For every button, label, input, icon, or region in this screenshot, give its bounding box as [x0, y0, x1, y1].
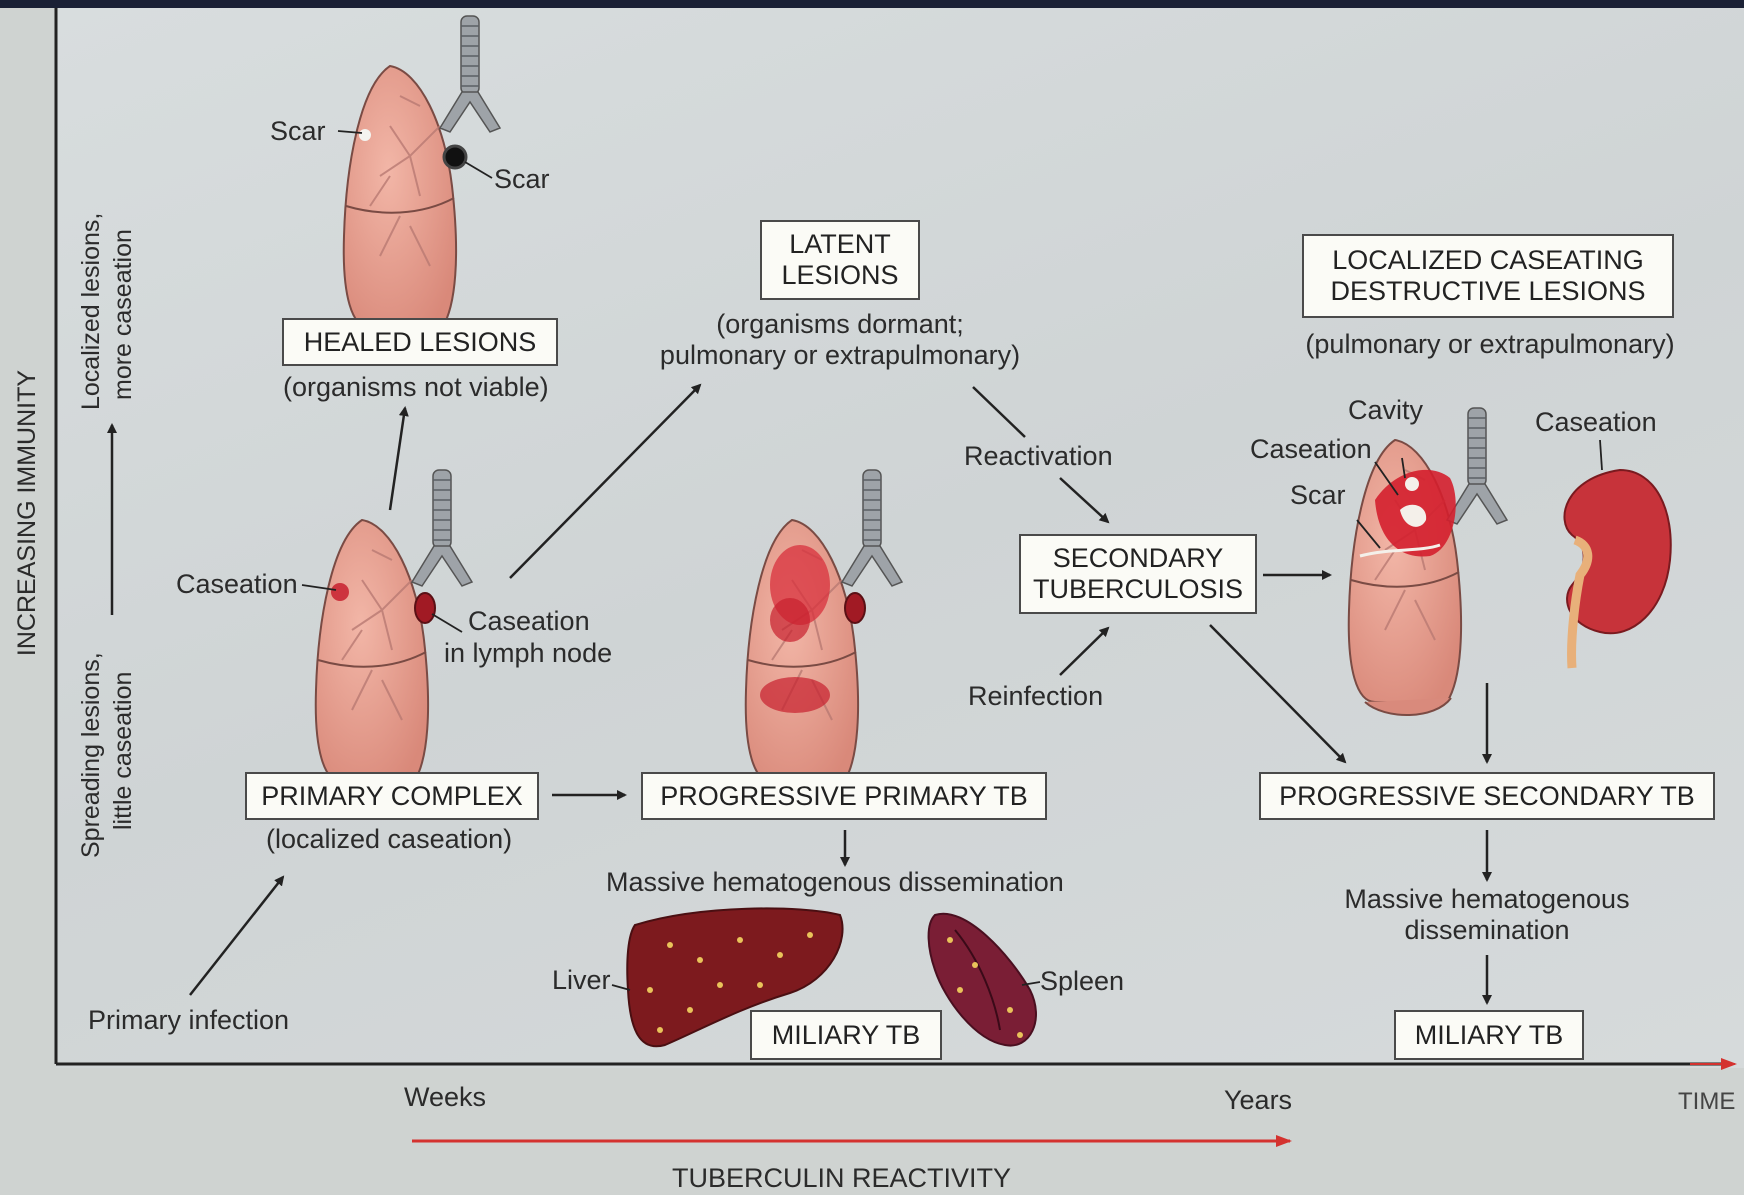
- secondary-dissemination-line1: Massive hematogenous: [1300, 884, 1674, 915]
- localized-title-line1: LOCALIZED CASEATING: [1332, 245, 1644, 276]
- localized-lesions-box: LOCALIZED CASEATING DESTRUCTIVE LESIONS: [1302, 234, 1674, 318]
- lung-scar: [359, 129, 371, 141]
- localized-title-line2: DESTRUCTIVE LESIONS: [1330, 276, 1645, 307]
- reinfection-label: Reinfection: [968, 681, 1103, 712]
- lymph-scar: [444, 146, 466, 168]
- liver-label: Liver: [552, 965, 611, 996]
- healed-lesions-title: HEALED LESIONS: [304, 327, 537, 358]
- healed-lesions-box: HEALED LESIONS: [282, 318, 558, 366]
- latent-title-line2: LESIONS: [781, 260, 898, 291]
- primary-complex-subtitle: (localized caseation): [266, 824, 512, 855]
- localized-subtitle: (pulmonary or extrapulmonary): [1290, 329, 1690, 360]
- secondary-dissemination-line2: dissemination: [1300, 915, 1674, 946]
- weeks-label: Weeks: [404, 1082, 486, 1113]
- caseation-kidney-label: Caseation: [1535, 407, 1657, 438]
- latent-subtitle-line2: pulmonary or extrapulmonary): [650, 340, 1030, 371]
- latent-lesions-box: LATENT LESIONS: [760, 220, 920, 300]
- secondary-tuberculosis-box: SECONDARY TUBERCULOSIS: [1019, 534, 1257, 614]
- miliary-tb-primary-title: MILIARY TB: [772, 1020, 921, 1051]
- y-high-label-line1: Localized lesions,: [76, 190, 106, 410]
- primary-complex-title: PRIMARY COMPLEX: [261, 781, 523, 812]
- primary-complex-box: PRIMARY COMPLEX: [245, 772, 539, 820]
- latent-title-line1: LATENT: [789, 229, 891, 260]
- miliary-tb-box-primary: MILIARY TB: [750, 1010, 942, 1060]
- y-low-label-line1: Spreading lesions,: [76, 628, 106, 858]
- lymph-caseation-line2: in lymph node: [444, 638, 612, 669]
- scar-label-lung: Scar: [270, 116, 326, 147]
- caseation-primary-label: Caseation: [176, 569, 298, 600]
- y-high-label-line2: more caseation: [108, 200, 138, 400]
- scar-label-node: Scar: [494, 164, 550, 195]
- spleen-illustration: [929, 914, 1036, 1046]
- y-low-label-line2: little caseation: [108, 630, 138, 830]
- tuberculin-label: TUBERCULIN REACTIVITY: [672, 1163, 1011, 1194]
- healed-lesions-subtitle: (organisms not viable): [283, 372, 549, 403]
- years-label: Years: [1224, 1085, 1292, 1116]
- spleen-label: Spleen: [1040, 966, 1124, 997]
- caseation-lung-label: Caseation: [1250, 434, 1372, 465]
- primary-lung-illustration: [316, 520, 428, 795]
- primary-dissemination-label: Massive hematogenous dissemination: [606, 867, 1064, 898]
- secondary-title-line2: TUBERCULOSIS: [1033, 574, 1243, 605]
- progressive-secondary-title: PROGRESSIVE SECONDARY TB: [1279, 781, 1695, 812]
- kidney-illustration: [1564, 470, 1670, 668]
- latent-subtitle-line1: (organisms dormant;: [650, 309, 1030, 340]
- reactivation-label: Reactivation: [964, 441, 1113, 472]
- secondary-title-line1: SECONDARY: [1053, 543, 1224, 574]
- progressive-secondary-box: PROGRESSIVE SECONDARY TB: [1259, 772, 1715, 820]
- primary-infection-label: Primary infection: [88, 1005, 289, 1036]
- healed-lung-illustration: [344, 66, 456, 341]
- progressive-primary-title: PROGRESSIVE PRIMARY TB: [660, 781, 1028, 812]
- lymph-caseation-line1: Caseation: [468, 606, 590, 637]
- x-axis-end-label: TIME: [1678, 1086, 1735, 1117]
- miliary-tb-box-secondary: MILIARY TB: [1394, 1010, 1584, 1060]
- progressive-primary-box: PROGRESSIVE PRIMARY TB: [641, 772, 1047, 820]
- cavity-label: Cavity: [1348, 395, 1423, 426]
- scar-secondary-label: Scar: [1290, 480, 1346, 511]
- y-axis-label: INCREASING IMMUNITY: [12, 358, 42, 668]
- miliary-tb-secondary-title: MILIARY TB: [1415, 1020, 1564, 1051]
